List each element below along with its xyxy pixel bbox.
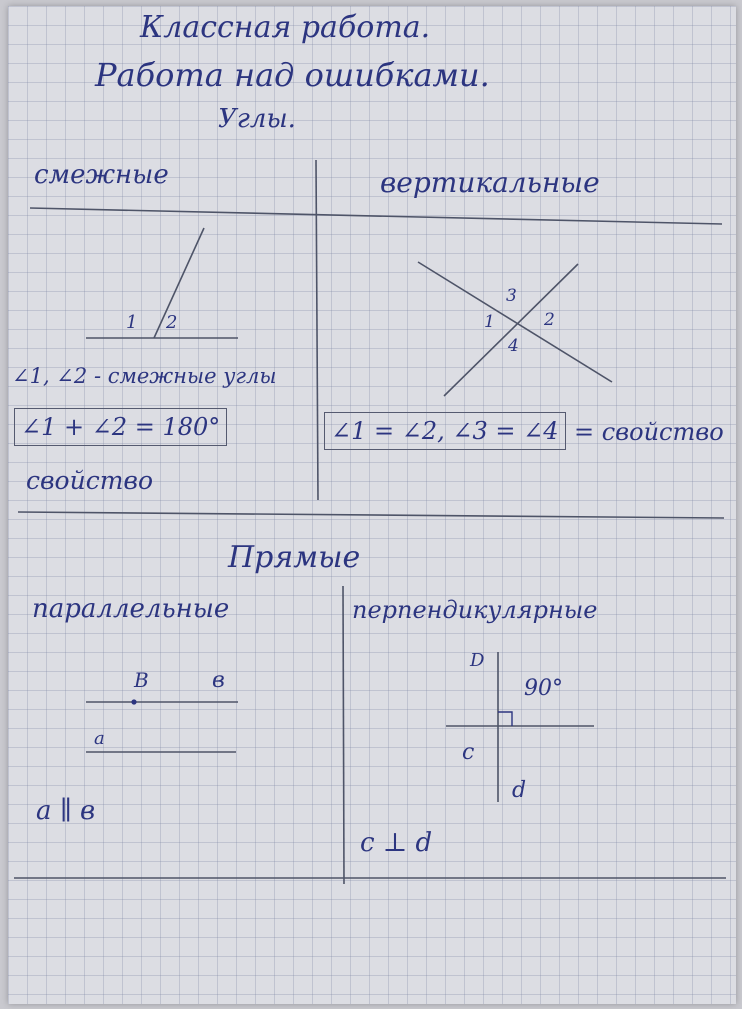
lines-column-divider	[342, 585, 345, 885]
header-divider	[29, 207, 723, 225]
angles-column-divider	[315, 159, 319, 501]
vertical-label-1: 1	[484, 312, 495, 332]
notebook-page	[8, 6, 736, 1004]
angles-section-bottom-divider	[17, 511, 725, 519]
error-work-title: Работа над ошибками.	[95, 56, 490, 94]
vertical-property-label: = свойство	[574, 418, 724, 446]
perpendicular-relation: c ⊥ d	[360, 828, 433, 858]
parallel-label-line-b: в	[212, 668, 225, 693]
perpendicular-label-d: d	[512, 778, 527, 803]
class-work-title: Классная работа.	[140, 10, 431, 45]
adjacent-statement: ∠1, ∠2 - смежные углы	[12, 364, 277, 388]
vertical-line-1	[417, 261, 613, 383]
vertical-heading: вертикальные	[380, 166, 600, 199]
vertical-formula-box: ∠1 = ∠2, ∠3 = ∠4	[324, 412, 566, 450]
perpendicular-label-d-upper: D	[470, 650, 485, 671]
angles-title: Углы.	[218, 104, 296, 134]
vertical-label-2: 2	[544, 310, 555, 330]
parallel-lines-diagram	[86, 699, 238, 753]
parallel-relation: a ∥ в	[36, 796, 96, 826]
perpendicular-heading: перпендикулярные	[352, 596, 598, 624]
vertical-label-3: 3	[506, 286, 517, 306]
adjacent-label-1: 1	[126, 312, 138, 333]
right-angle-mark	[498, 711, 513, 726]
right-angle-value: 90°	[524, 676, 563, 701]
adjacent-heading: смежные	[34, 160, 169, 190]
vertical-label-4: 4	[508, 336, 519, 356]
vertical-angles-diagram	[417, 261, 613, 397]
perpendicular-label-c: c	[462, 740, 475, 765]
parallel-label-line-a: a	[94, 728, 105, 749]
adjacent-angles-diagram	[86, 227, 238, 339]
point-b	[131, 699, 137, 705]
lines-heading: Прямые	[228, 540, 361, 575]
perpendicular-lines-diagram	[446, 652, 594, 802]
adjacent-property-label: свойство	[26, 466, 154, 495]
parallel-heading: параллельные	[32, 594, 230, 624]
parallel-label-b-point: B	[134, 668, 149, 692]
adjacent-formula-box: ∠1 + ∠2 = 180°	[14, 408, 228, 446]
vertical-line-2	[443, 263, 579, 397]
adjacent-label-2: 2	[166, 312, 178, 333]
adjacent-ray	[153, 227, 205, 339]
